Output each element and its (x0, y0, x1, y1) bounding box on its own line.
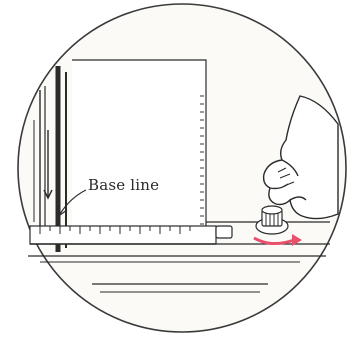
horizontal-ruler (30, 226, 216, 244)
paper-sheet (72, 60, 206, 238)
base-line-label: Base line (88, 176, 159, 194)
knob-block (216, 226, 232, 238)
